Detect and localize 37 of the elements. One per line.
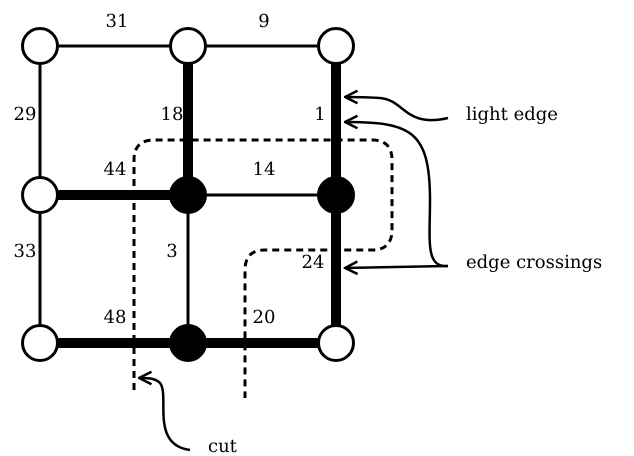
leader-arrow <box>344 260 448 276</box>
vertex-circle <box>21 27 59 65</box>
graph-edge <box>331 64 341 177</box>
leader-arrow <box>138 370 190 452</box>
graph-edge <box>58 190 170 200</box>
vertex-circle <box>317 324 355 362</box>
vertex-circle <box>317 27 355 65</box>
edge-weight: 31 <box>106 12 128 32</box>
edge-weight: 3 <box>166 242 178 262</box>
edge-weight: 14 <box>252 160 276 180</box>
graph-edge <box>206 194 318 196</box>
leader-arrow <box>344 90 448 122</box>
edge-weight: 9 <box>258 12 270 32</box>
edge-weight: 48 <box>104 308 126 328</box>
graph-edge <box>183 64 193 177</box>
edge-weight: 29 <box>14 105 36 125</box>
graph-edge <box>206 338 318 348</box>
graph-edge <box>186 213 190 325</box>
vertex-circle <box>169 27 207 65</box>
leader-arrow <box>344 114 448 268</box>
edge-weight: 1 <box>314 105 326 125</box>
graph-edge <box>38 213 42 325</box>
annotation-text: edge crossings <box>466 252 602 274</box>
annotation-text: cut <box>208 436 237 456</box>
edge-weight: 33 <box>14 242 36 262</box>
graph-edge <box>206 44 318 48</box>
graph-edge <box>58 338 170 348</box>
edge-weight: 24 <box>302 253 324 273</box>
edge-weight: 44 <box>104 160 126 180</box>
edge-weight: 18 <box>160 105 184 125</box>
graph-edge <box>38 64 42 177</box>
vertex-circle <box>21 324 59 362</box>
graph-edge <box>331 213 341 325</box>
edge-weight: 20 <box>252 308 276 328</box>
annotation-text: light edge <box>466 104 558 126</box>
graph-edge <box>58 44 170 48</box>
vertex-circle <box>21 176 59 214</box>
